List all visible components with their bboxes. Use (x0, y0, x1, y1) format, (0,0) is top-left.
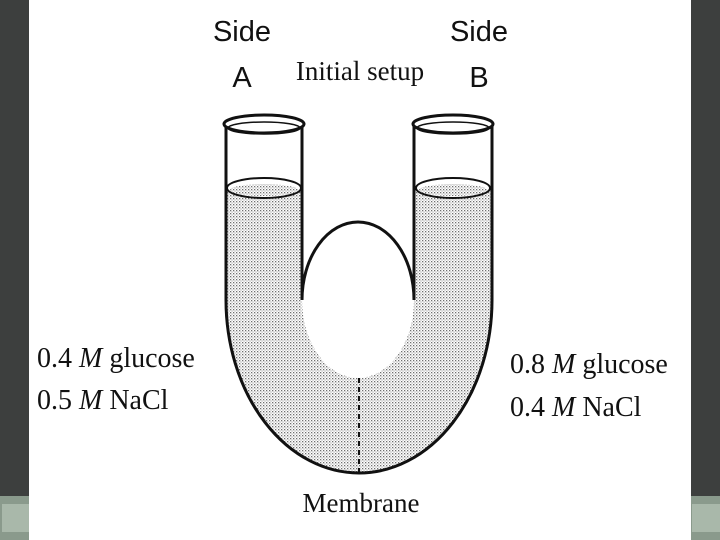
side-b-nacl-label: 0.4 M NaCl (510, 392, 642, 423)
membrane-label: Membrane (303, 488, 420, 518)
tube-inner-wall (300, 125, 416, 301)
footer-block (2, 504, 30, 532)
side-a-opening (222, 113, 306, 135)
side-a-surface-shade (230, 184, 298, 196)
slide-canvas: Side A Side B Initial setup 0.4 M glucos… (29, 0, 691, 540)
side-b-opening-rim (416, 121, 490, 135)
side-a-word: Side (213, 16, 271, 48)
side-a-nacl-label: 0.5 M NaCl (37, 385, 169, 416)
diagram-title: Initial setup (296, 56, 424, 86)
side-a-opening-rim (227, 121, 301, 135)
side-b-glucose-label: 0.8 M glucose (510, 349, 668, 380)
solution-fill (226, 187, 492, 473)
side-a-glucose-label: 0.4 M glucose (37, 343, 195, 374)
footer-block (692, 504, 720, 532)
u-tube-diagram: Side A Side B Initial setup 0.4 M glucos… (37, 16, 668, 518)
side-b-word: Side (450, 16, 508, 48)
side-b-opening (411, 113, 495, 135)
side-a-letter: A (232, 62, 252, 94)
side-b-letter: B (469, 62, 488, 94)
side-b-surface-shade (419, 184, 487, 196)
